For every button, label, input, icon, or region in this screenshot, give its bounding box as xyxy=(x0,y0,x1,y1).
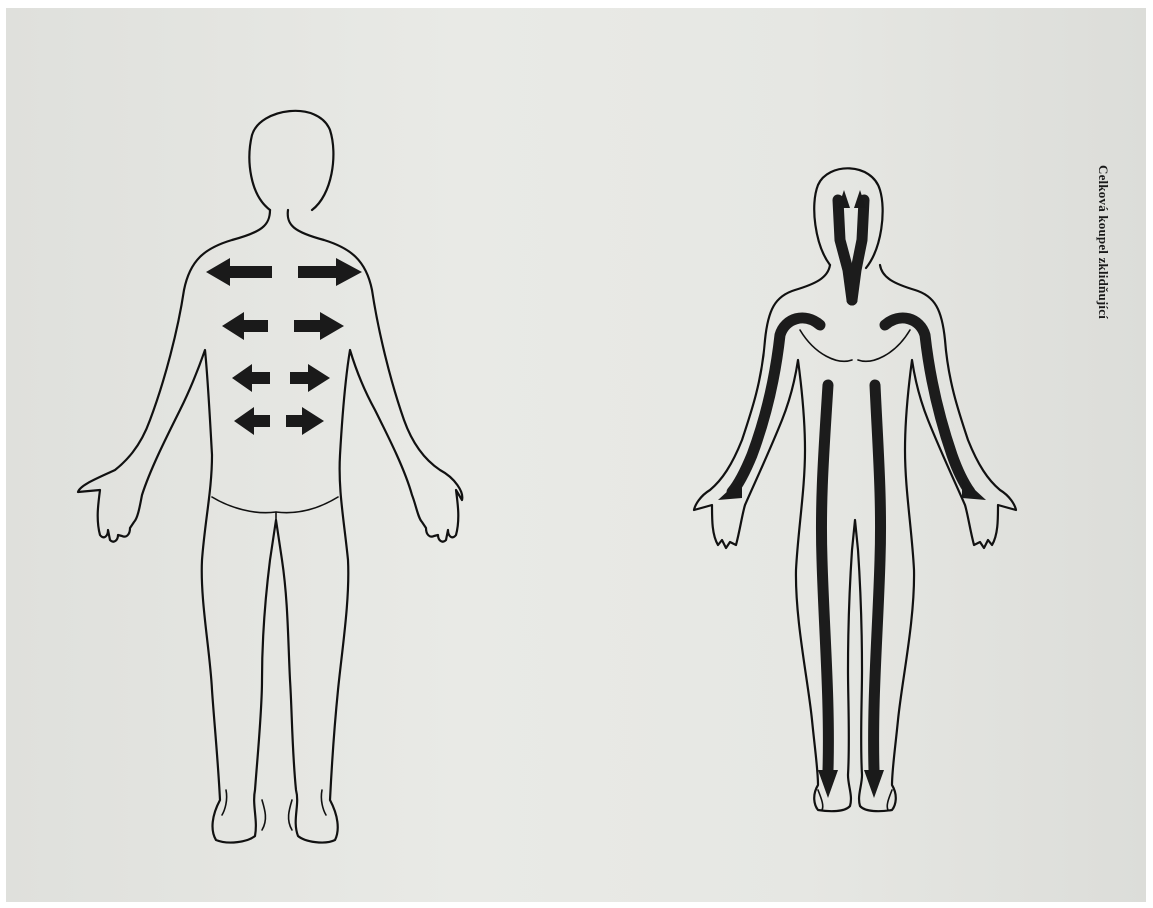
back-view-figure xyxy=(78,111,462,843)
figure-caption: Celková koupel zklidňující xyxy=(1095,165,1111,319)
front-view-figure xyxy=(694,168,1016,811)
